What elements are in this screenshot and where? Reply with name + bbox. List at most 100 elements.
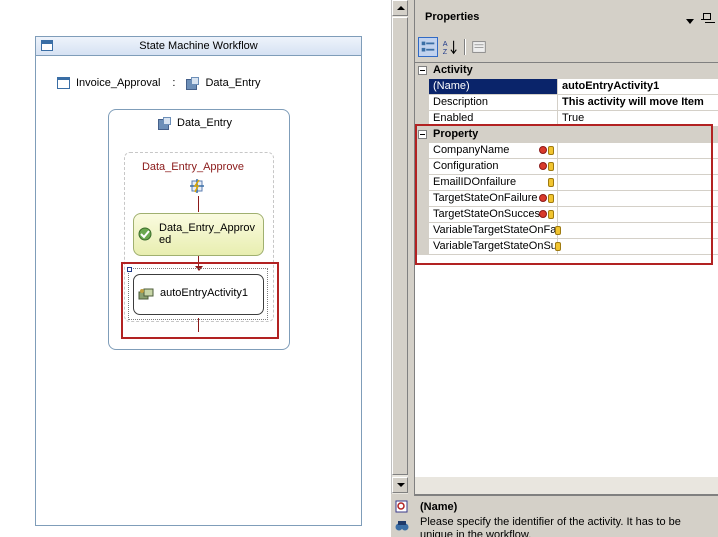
description-text: Please specify the identifier of the act… — [420, 516, 681, 537]
state-title: Data_Entry — [157, 114, 232, 132]
state-link-row: Invoice_Approval : Data_Entry — [57, 74, 260, 92]
property-row[interactable]: TargetStateOnSuccess — [415, 207, 718, 223]
scroll-up-button[interactable] — [392, 0, 408, 16]
database-icon — [548, 194, 554, 203]
database-icon — [555, 226, 561, 235]
setstate-activity[interactable] — [133, 213, 264, 256]
auto-entry-activity-label: autoEntryActivity1 — [160, 287, 249, 299]
highlight-box — [121, 262, 279, 339]
binding-icons[interactable] — [539, 210, 555, 220]
property-row[interactable]: Description This activity will move Item — [415, 95, 718, 111]
workflow-designer[interactable]: State Machine Workflow Invoice_Approval … — [0, 0, 391, 537]
property-name[interactable]: Enabled — [429, 111, 558, 127]
workflow-header: State Machine Workflow — [36, 37, 361, 56]
property-pages-icon[interactable] — [469, 37, 489, 57]
collapse-icon[interactable] — [418, 130, 427, 139]
property-name[interactable]: CompanyName — [429, 143, 558, 159]
properties-toolbar: A Z — [415, 36, 718, 58]
setstate-icon — [138, 227, 152, 241]
pin-icon[interactable] — [701, 13, 711, 25]
row-gutter — [415, 191, 429, 207]
property-value[interactable] — [558, 239, 718, 255]
database-icon — [548, 162, 554, 171]
property-row[interactable]: VariableTargetStateOnSuccess — [415, 239, 718, 255]
binding-icons[interactable] — [539, 194, 555, 204]
property-value[interactable] — [558, 175, 718, 191]
separator: : — [172, 77, 176, 89]
database-icon — [548, 210, 554, 219]
row-gutter — [415, 79, 429, 95]
property-value[interactable] — [558, 207, 718, 223]
property-name[interactable]: EmailIDOnfailure — [429, 175, 558, 191]
setstate-label: Data_Entry_Approved — [159, 222, 255, 246]
designer-tools — [391, 494, 413, 537]
categorized-icon[interactable] — [418, 37, 438, 57]
binding-icons[interactable] — [546, 242, 562, 252]
vertical-scrollbar[interactable] — [391, 0, 408, 494]
property-row[interactable]: Configuration — [415, 159, 718, 175]
property-name[interactable]: TargetStateOnFailure — [429, 191, 558, 207]
property-value[interactable] — [558, 191, 718, 207]
property-name[interactable]: Configuration — [429, 159, 558, 175]
property-grid[interactable]: Activity (Name) autoEntryActivity1 Descr… — [415, 62, 718, 490]
property-value[interactable] — [558, 143, 718, 159]
properties-titlebar: Properties — [415, 8, 718, 28]
collapse-icon[interactable] — [418, 66, 427, 75]
property-row[interactable]: (Name) autoEntryActivity1 — [415, 79, 718, 95]
property-row[interactable]: EmailIDOnfailure — [415, 175, 718, 191]
database-icon — [548, 146, 554, 155]
database-icon — [555, 242, 561, 251]
category-property[interactable]: Property — [415, 127, 718, 143]
property-value[interactable] — [558, 159, 718, 175]
navigate-icon[interactable] — [394, 519, 410, 533]
event-driven-container[interactable] — [124, 152, 274, 322]
property-value[interactable]: True — [558, 111, 718, 127]
property-value[interactable] — [558, 223, 718, 239]
scroll-down-button[interactable] — [392, 477, 408, 493]
property-row[interactable]: TargetStateOnFailure — [415, 191, 718, 207]
error-icon — [539, 162, 547, 170]
state-b-label[interactable]: Data_Entry — [205, 77, 261, 89]
selection-handle[interactable] — [127, 267, 132, 272]
properties-title: Properties — [425, 11, 480, 23]
connector-line — [198, 196, 199, 212]
horizontal-scrollbar[interactable] — [415, 477, 718, 494]
binding-icons[interactable] — [546, 226, 562, 236]
event-driven-icon — [190, 179, 204, 193]
property-value[interactable]: autoEntryActivity1 — [558, 79, 718, 95]
property-value[interactable]: This activity will move Item — [558, 95, 718, 111]
auto-entry-activity-icon — [138, 288, 154, 300]
binding-icons[interactable] — [539, 146, 555, 156]
description-pane: (Name) Please specify the identifier of … — [414, 494, 718, 537]
auto-entry-activity[interactable] — [133, 274, 264, 315]
event-driven-name[interactable]: Data_Entry_Approve — [141, 161, 245, 173]
row-gutter — [415, 223, 429, 239]
svg-text:A: A — [443, 39, 448, 48]
property-name[interactable]: (Name) — [429, 79, 558, 95]
binding-icons[interactable] — [539, 178, 555, 188]
row-gutter — [415, 111, 429, 127]
alphabetical-icon[interactable]: A Z — [440, 37, 460, 57]
connector-line — [198, 318, 199, 332]
workflow-icon — [57, 77, 70, 89]
binding-icons[interactable] — [539, 162, 555, 172]
chevron-down-icon[interactable] — [686, 19, 694, 24]
property-name[interactable]: TargetStateOnSuccess — [429, 207, 558, 223]
state-a-label[interactable]: Invoice_Approval — [76, 77, 161, 89]
state-icon — [185, 76, 200, 90]
property-row[interactable]: VariableTargetStateOnFailure — [415, 223, 718, 239]
row-gutter — [415, 159, 429, 175]
property-name[interactable]: Description — [429, 95, 558, 111]
description-title: (Name) — [420, 501, 458, 513]
state-icon — [157, 116, 171, 130]
category-activity[interactable]: Activity — [415, 63, 718, 79]
row-gutter — [415, 239, 429, 255]
property-row[interactable]: Enabled True — [415, 111, 718, 127]
svg-text:Z: Z — [443, 47, 448, 56]
error-icon — [539, 210, 547, 218]
property-row[interactable]: CompanyName — [415, 143, 718, 159]
zoom-icon[interactable] — [394, 500, 410, 514]
workflow-title: State Machine Workflow — [139, 40, 258, 52]
error-icon — [539, 146, 547, 154]
scroll-thumb[interactable] — [392, 17, 408, 475]
